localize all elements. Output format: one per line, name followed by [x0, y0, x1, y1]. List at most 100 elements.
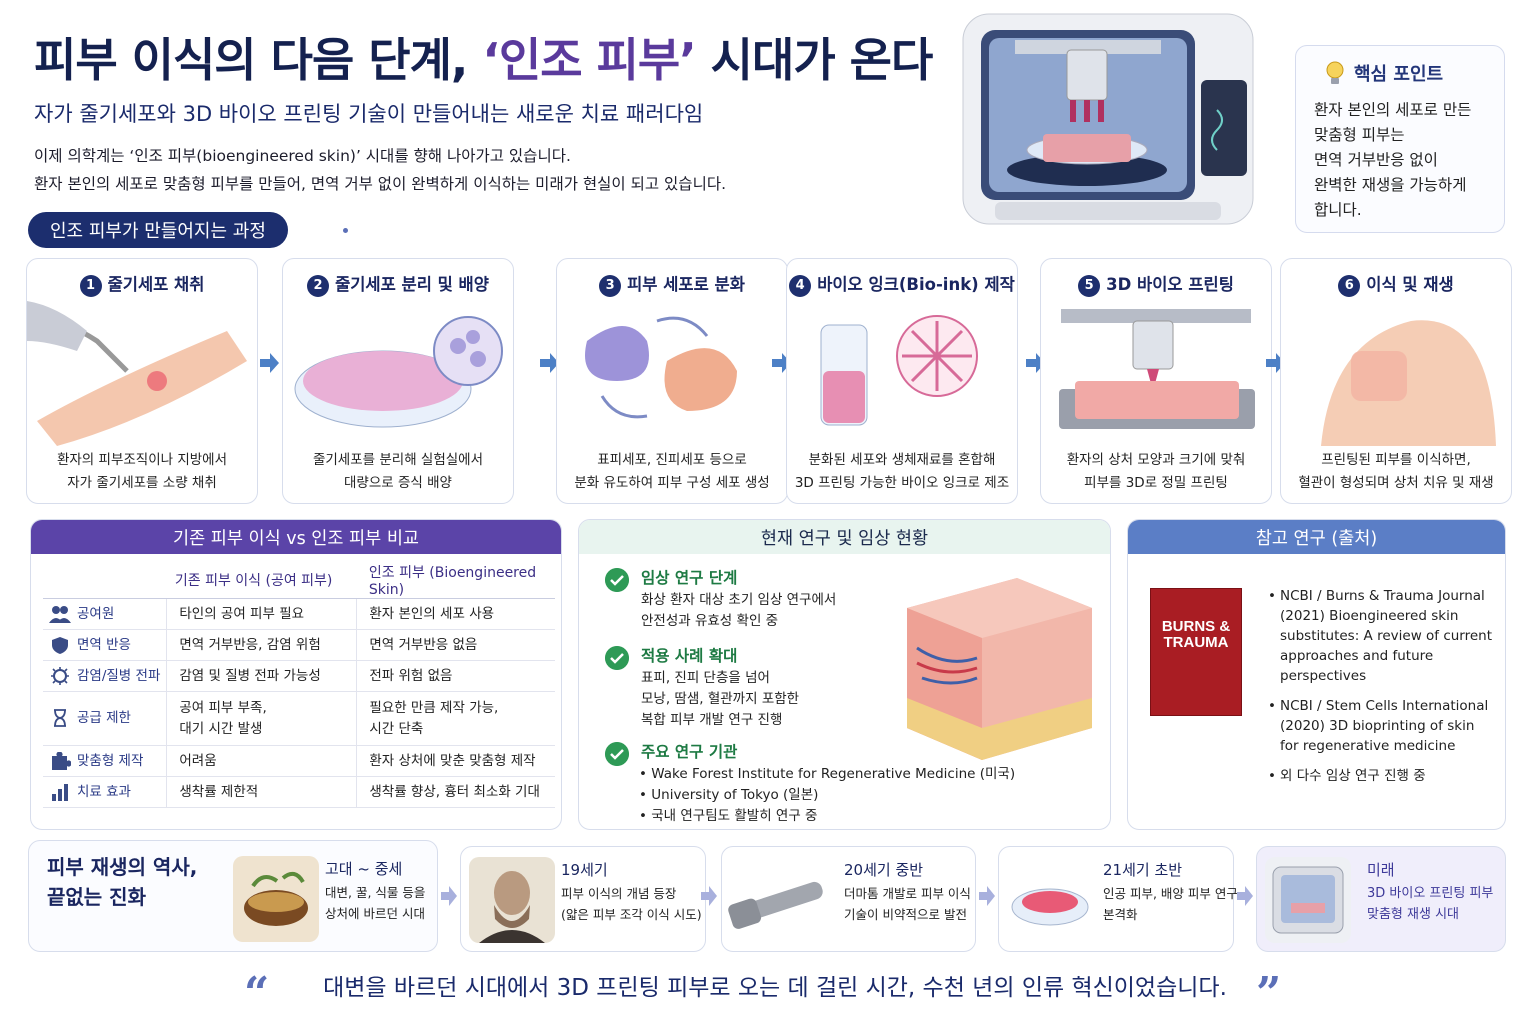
key-point-line: 환자 본인의 세포로 만든: [1314, 101, 1472, 119]
step-title: 3D 바이오 프린팅: [1106, 275, 1234, 294]
table-row: 맞춤형 제작 어려움 환자 상처에 맞춘 맞춤형 제작: [43, 745, 555, 777]
bio-ink-vial-illustration: [820, 315, 978, 426]
step-description: 프린팅된 피부를 이식하면,혈관이 형성되며 상처 치유 및 재생: [1298, 452, 1494, 491]
cell-differentiation-illustration: [585, 316, 737, 419]
reference-list: NCBI / Burns & Trauma Journal (2021) Bio…: [1268, 586, 1496, 796]
dermatome-image: [726, 857, 834, 943]
references-panel: 참고 연구 (출처) BURNS &TRAUMA NCBI / Burns & …: [1127, 519, 1506, 830]
closing-quote: 대변을 바르던 시대에서 3D 프린팅 피부로 오는 데 걸린 시간, 수천 년…: [323, 975, 1227, 1001]
key-point-header: 핵심 포인트: [1324, 60, 1486, 86]
petri-dish-illustration: [294, 316, 503, 428]
intro-line-1: 이제 의학계는 ‘인조 피부(bioengineered skin)’ 시대를 …: [34, 147, 571, 165]
hourglass-icon: [49, 709, 71, 727]
key-point-line: 합니다.: [1314, 201, 1362, 219]
title-highlight: ‘인조 피부’: [482, 33, 696, 87]
research-status-panel: 현재 연구 및 임상 현황 임상 연구 단계 화상 환자 대상 초기 임상 연구…: [578, 519, 1111, 830]
key-point-line: 완벽한 재생을 가능하게: [1314, 176, 1467, 194]
step-title: 이식 및 재생: [1366, 275, 1454, 294]
step-number: 4: [789, 275, 812, 297]
bar-chart-icon: [49, 783, 71, 801]
key-point-body: 환자 본인의 세포로 만든 맞춤형 피부는 면역 거부반응 없이 완벽한 재생을…: [1314, 98, 1486, 223]
table-row: 공급 제한 공여 피부 부족,대기 시간 발생 필요한 만큼 제작 가능,시간 …: [43, 691, 555, 746]
step-title: 피부 세포로 분화: [627, 275, 745, 294]
table-row: 치료 효과 생착률 제한적 생착률 향상, 흉터 최소화 기대: [43, 776, 555, 808]
comparison-header-row: 기존 피부 이식 (공여 피부) 인조 피부 (Bioengineered Sk…: [43, 562, 555, 599]
bioprinter-image: [1265, 857, 1351, 943]
journal-cover: BURNS &TRAUMA: [1150, 588, 1242, 716]
check-circle-icon: [605, 646, 629, 670]
skin-graft-shoulder-illustration: [1321, 320, 1496, 446]
step-number: 1: [79, 275, 102, 297]
step-header: 1 줄기세포 채취: [27, 271, 257, 297]
comparison-panel: 기존 피부 이식 vs 인조 피부 비교 기존 피부 이식 (공여 피부) 인조…: [30, 519, 562, 830]
decorative-dot: [343, 228, 348, 233]
research-title: 현재 연구 및 임상 현황: [579, 520, 1110, 554]
portrait-image: [469, 857, 555, 943]
virus-icon: [49, 666, 71, 685]
title-main: 피부 이식의 다음 단계,: [34, 33, 483, 87]
title-end: 시대가 온다: [695, 33, 934, 87]
arrow-right-icon: [441, 886, 457, 906]
arrow-right-icon: [260, 353, 279, 373]
step-title: 줄기세포 채취: [107, 275, 205, 294]
arrow-right-icon: [701, 886, 717, 906]
key-point-line: 맞춤형 피부는: [1314, 126, 1405, 144]
page-title: 피부 이식의 다음 단계, ‘인조 피부’ 시대가 온다: [34, 24, 934, 90]
intro-line-2: 환자 본인의 세포로 맞춤형 피부를 만들어, 면역 거부 없이 완벽하게 이식…: [34, 175, 727, 193]
step-header: 5 3D 바이오 프린팅: [1041, 271, 1271, 297]
reference-item: NCBI / Burns & Trauma Journal (2021) Bio…: [1268, 586, 1496, 686]
step-header: 6 이식 및 재생: [1281, 271, 1511, 297]
stem-cell-harvest-illustration: [27, 301, 247, 446]
reference-item: NCBI / Stem Cells International (2020) 3…: [1268, 696, 1496, 756]
arrow-right-icon: [1237, 886, 1253, 906]
puzzle-icon: [49, 750, 72, 770]
key-point-title: 핵심 포인트: [1354, 64, 1444, 85]
table-row: 감염/질병 전파 감염 및 질병 전파 가능성 전파 위험 없음: [43, 660, 555, 692]
check-circle-icon: [605, 568, 629, 592]
step-number: 6: [1338, 275, 1361, 297]
step-header: 3 피부 세포로 분화: [557, 271, 787, 297]
col-header-conventional: 기존 피부 이식 (공여 피부): [166, 562, 357, 599]
people-icon: [49, 605, 71, 623]
shield-icon: [49, 636, 71, 654]
comparison-table: 기존 피부 이식 (공여 피부) 인조 피부 (Bioengineered Sk…: [43, 562, 555, 808]
step-title: 바이오 잉크(Bio-ink) 제작: [817, 275, 1015, 294]
page-subtitle: 자가 줄기세포와 3D 바이오 프린팅 기술이 만들어내는 새로운 치료 패러다…: [34, 102, 704, 126]
lightbulb-icon: [1326, 61, 1344, 84]
history-title: 피부 재생의 역사,끝없는 진화: [47, 855, 198, 909]
timeline-item-19th-century: 19세기 피부 이식의 개념 등장(얇은 피부 조각 이식 시도): [460, 846, 706, 952]
check-circle-icon: [605, 742, 629, 766]
herbal-bowl-image: [233, 856, 319, 942]
skin-cross-section-illustration: [907, 578, 1092, 760]
step-number: 5: [1078, 275, 1101, 297]
reference-item: 외 다수 임상 연구 진행 중: [1268, 766, 1496, 786]
bioprinter-illustration: [962, 13, 1254, 225]
comparison-title: 기존 피부 이식 vs 인조 피부 비교: [31, 520, 561, 554]
key-point-box: 핵심 포인트 환자 본인의 세포로 만든 맞춤형 피부는 면역 거부반응 없이 …: [1295, 45, 1505, 233]
bioprinting-illustration: [1059, 309, 1255, 429]
table-row: 면역 반응 면역 거부반응, 감염 위험 면역 거부반응 없음: [43, 629, 555, 661]
step-number: 3: [599, 275, 622, 297]
arrow-right-icon: [979, 886, 995, 906]
quote-close-mark: ”: [1256, 968, 1282, 1019]
arrow-right-icon: [540, 353, 559, 373]
process-section-label: 인조 피부가 만들어지는 과정: [28, 212, 288, 248]
step-title: 줄기세포 분리 및 배양: [335, 275, 489, 294]
quote-open-mark: “: [244, 968, 270, 1019]
key-point-line: 면역 거부반응 없이: [1314, 151, 1438, 169]
col-header-bioengineered: 인조 피부 (Bioengineered Skin): [356, 562, 555, 599]
